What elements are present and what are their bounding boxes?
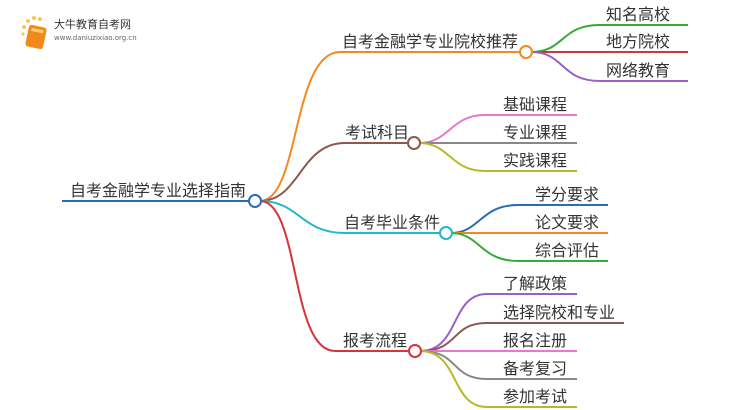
leaf-node[interactable]: 网络教育 bbox=[606, 61, 671, 80]
leaf-line bbox=[418, 142, 577, 172]
branch-line-2 bbox=[259, 142, 409, 202]
leaf-node[interactable]: 实践课程 bbox=[503, 151, 568, 170]
branch-node[interactable]: 自考毕业条件 bbox=[344, 213, 441, 232]
leaf-line bbox=[419, 293, 577, 352]
leaf-node[interactable]: 知名高校 bbox=[606, 5, 671, 24]
leaf-node[interactable]: 了解政策 bbox=[503, 274, 568, 293]
book-logo-icon bbox=[21, 16, 47, 50]
leaf-line bbox=[419, 350, 577, 408]
branch-node-circle[interactable] bbox=[439, 226, 453, 240]
leaf-node[interactable]: 报名注册 bbox=[503, 331, 568, 350]
branch-line-3 bbox=[259, 200, 441, 234]
branch-node-circle[interactable] bbox=[519, 45, 533, 59]
leaf-line bbox=[450, 204, 608, 234]
leaf-node[interactable]: 学分要求 bbox=[535, 185, 600, 204]
branch-node[interactable]: 报考流程 bbox=[343, 331, 408, 350]
branch-node[interactable]: 自考金融学专业院校推荐 bbox=[342, 32, 519, 51]
root-node[interactable]: 自考金融学专业选择指南 bbox=[70, 181, 247, 200]
leaf-line bbox=[450, 232, 608, 262]
leaf-node[interactable]: 参加考试 bbox=[503, 387, 568, 406]
branch-line-1 bbox=[259, 51, 520, 202]
leaf-node[interactable]: 论文要求 bbox=[535, 213, 600, 232]
logo-url: www.daniuzixiao.org.cn bbox=[54, 34, 137, 42]
leaf-node[interactable]: 基础课程 bbox=[503, 95, 568, 114]
branch-node[interactable]: 考试科目 bbox=[345, 123, 410, 142]
leaf-node[interactable]: 备考复习 bbox=[503, 359, 568, 378]
root-node-circle[interactable] bbox=[248, 194, 262, 208]
branch-node-circle[interactable] bbox=[407, 136, 421, 150]
leaf-line bbox=[419, 322, 624, 352]
leaf-node[interactable]: 综合评估 bbox=[535, 241, 600, 260]
leaf-node[interactable]: 地方院校 bbox=[606, 32, 671, 51]
logo-title: 大牛教育自考网 bbox=[54, 18, 131, 31]
leaf-line bbox=[530, 51, 688, 82]
branch-line-4 bbox=[259, 200, 410, 352]
leaf-line bbox=[530, 24, 688, 53]
leaf-node[interactable]: 选择院校和专业 bbox=[503, 303, 616, 322]
leaf-line bbox=[418, 114, 577, 144]
logo: 大牛教育自考网 www.daniuzixiao.org.cn bbox=[18, 13, 198, 53]
leaf-node[interactable]: 专业课程 bbox=[503, 123, 568, 142]
branch-node-circle[interactable] bbox=[408, 344, 422, 358]
